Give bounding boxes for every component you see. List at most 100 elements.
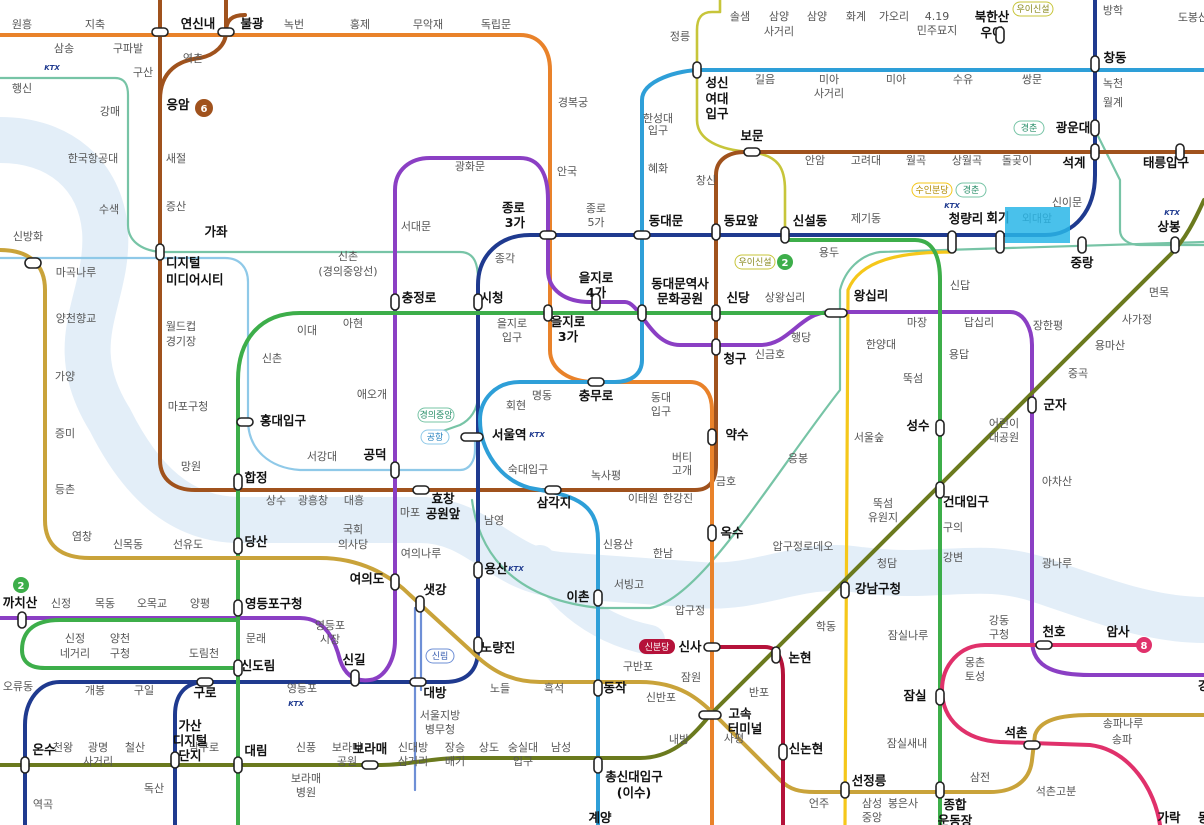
station-label[interactable]: 신답 (950, 279, 970, 292)
transfer-station-label[interactable]: 4가 (586, 285, 607, 300)
transfer-station-label[interactable]: 당산 (244, 534, 268, 549)
tag-gyeongui[interactable]: 경의중앙 (417, 407, 455, 423)
tag-gyeongchun[interactable]: 경춘 (1013, 120, 1045, 136)
station-label[interactable]: 혜화 (648, 162, 668, 175)
station-label[interactable]: 5가 (587, 216, 604, 229)
transfer-station-marker[interactable] (587, 377, 605, 387)
station-label[interactable]: 몽촌 (965, 656, 985, 669)
transfer-station-label[interactable]: 동대문 (649, 213, 684, 228)
station-label[interactable]: 애오개 (357, 388, 387, 401)
station-label[interactable]: 녹사평 (591, 469, 621, 482)
station-label[interactable]: 숙대입구 (508, 463, 548, 476)
station-label[interactable]: 민주묘지 (917, 24, 957, 37)
station-label[interactable]: 염창 (72, 530, 92, 543)
station-label[interactable]: 상왕십리 (765, 291, 805, 304)
station-label[interactable]: 장승 (445, 741, 465, 754)
station-label[interactable]: 도봉산 (1178, 11, 1204, 24)
station-label[interactable]: 미아 (886, 73, 906, 86)
transfer-station-label[interactable]: 시청 (480, 290, 503, 305)
station-label[interactable]: 서대문 (401, 220, 431, 233)
transfer-station-label[interactable]: 여의도 (350, 571, 385, 586)
station-label[interactable]: 솔샘 (730, 10, 750, 23)
transfer-station-marker[interactable] (20, 756, 30, 774)
transfer-station-label[interactable]: 가산 (178, 718, 202, 733)
transfer-station-label[interactable]: 성수 (906, 418, 930, 433)
transfer-station-label[interactable]: 대림 (244, 743, 267, 758)
transfer-station-label[interactable]: 종로 (502, 200, 526, 215)
station-label[interactable]: 남영 (484, 514, 504, 527)
tag-ui-sinseol-2[interactable]: 우이신설 (734, 254, 776, 270)
transfer-station-label[interactable]: 서울역 (492, 427, 527, 442)
station-label[interactable]: 신대방 (398, 741, 428, 754)
station-label[interactable]: 사평 (724, 732, 744, 745)
station-label[interactable]: 새절 (166, 152, 186, 165)
station-label[interactable]: 숭실대 (508, 741, 538, 754)
station-label[interactable]: 원흥 (12, 17, 32, 31)
transfer-station-marker[interactable] (771, 646, 781, 664)
station-label[interactable]: 사거리 (814, 87, 844, 100)
station-label[interactable]: 여의나루 (401, 547, 441, 560)
station-label[interactable]: 어린이 (989, 417, 1019, 430)
station-label[interactable]: 삼양 (769, 10, 789, 23)
station-label[interactable]: 압구정 (675, 604, 705, 617)
transfer-station-label[interactable]: 동작 (603, 680, 627, 695)
station-label[interactable]: 용두 (819, 246, 839, 259)
station-label[interactable]: 명동 (532, 389, 552, 402)
station-label[interactable]: 한강진 (663, 492, 693, 505)
station-label[interactable]: 입구 (651, 405, 671, 418)
station-label[interactable]: 가오리 (879, 10, 909, 23)
transfer-station-marker[interactable] (17, 611, 27, 629)
transfer-station-label[interactable]: 연신내 (181, 16, 216, 31)
station-label[interactable]: 공원 (337, 755, 357, 768)
transfer-station-label[interactable]: 석계 (1062, 155, 1085, 170)
transfer-station-label[interactable]: 대방 (423, 685, 447, 700)
transfer-station-marker[interactable] (473, 636, 483, 654)
transfer-station-marker[interactable] (707, 524, 717, 542)
transfer-station-label[interactable]: 까치산 (3, 595, 38, 610)
transfer-station-marker[interactable] (233, 659, 243, 677)
transfer-station-label[interactable]: 동묘앞 (724, 213, 759, 228)
station-label[interactable]: 마장 (907, 316, 927, 329)
station-label[interactable]: 오목교 (137, 597, 167, 610)
station-label[interactable]: 월드컵 (166, 320, 196, 333)
transfer-station-label[interactable]: 영등포구청 (245, 596, 303, 611)
station-label[interactable]: 회현 (506, 399, 526, 412)
transfer-station-label[interactable]: 응암 (166, 97, 190, 112)
transfer-station-marker[interactable] (1175, 143, 1185, 161)
station-label[interactable]: 사거리 (83, 755, 113, 768)
transfer-station-label[interactable]: 입구 (705, 106, 729, 121)
transfer-station-marker[interactable] (1090, 55, 1100, 73)
station-label[interactable]: 신촌 (262, 352, 282, 365)
tag-airport[interactable]: 공항 (420, 429, 450, 445)
transfer-station-marker[interactable] (711, 338, 721, 356)
transfer-station-marker[interactable] (1170, 236, 1180, 254)
station-label[interactable]: 녹번 (284, 18, 304, 31)
transfer-station-label[interactable]: 창동 (1103, 50, 1127, 65)
transfer-station-label[interactable]: 신사 (678, 639, 702, 654)
station-label[interactable]: 구일 (134, 683, 154, 697)
station-label[interactable]: 입구 (502, 331, 522, 344)
station-label[interactable]: 한성대 (643, 112, 673, 125)
station-label[interactable]: 행신 (12, 82, 32, 95)
tag-gyeongchun-2[interactable]: 경춘 (955, 182, 987, 198)
station-label[interactable]: 신반포 (646, 691, 676, 704)
transfer-station-marker[interactable] (473, 293, 483, 311)
station-label[interactable]: 광나루 (1042, 557, 1072, 570)
transfer-station-marker[interactable] (711, 304, 721, 322)
transfer-station-marker[interactable] (698, 710, 722, 720)
station-label[interactable]: 광흥창 (298, 493, 328, 507)
station-label[interactable]: 철산 (125, 741, 145, 754)
transfer-station-marker[interactable] (935, 781, 945, 799)
transfer-station-marker[interactable] (1090, 119, 1100, 137)
transfer-station-marker[interactable] (935, 481, 945, 499)
station-label[interactable]: 강매 (100, 105, 120, 118)
station-label[interactable]: 경복궁 (558, 96, 588, 109)
station-label[interactable]: 경기장 (166, 335, 196, 348)
station-label[interactable]: 고개 (672, 464, 692, 477)
transfer-station-label[interactable]: 군자 (1043, 397, 1067, 412)
station-label[interactable]: 신정 (65, 632, 85, 645)
station-label[interactable]: 종로 (586, 202, 606, 215)
station-label[interactable]: 상도 (479, 741, 499, 754)
station-label[interactable]: 송파 (1112, 733, 1132, 746)
transfer-station-marker[interactable] (233, 473, 243, 491)
